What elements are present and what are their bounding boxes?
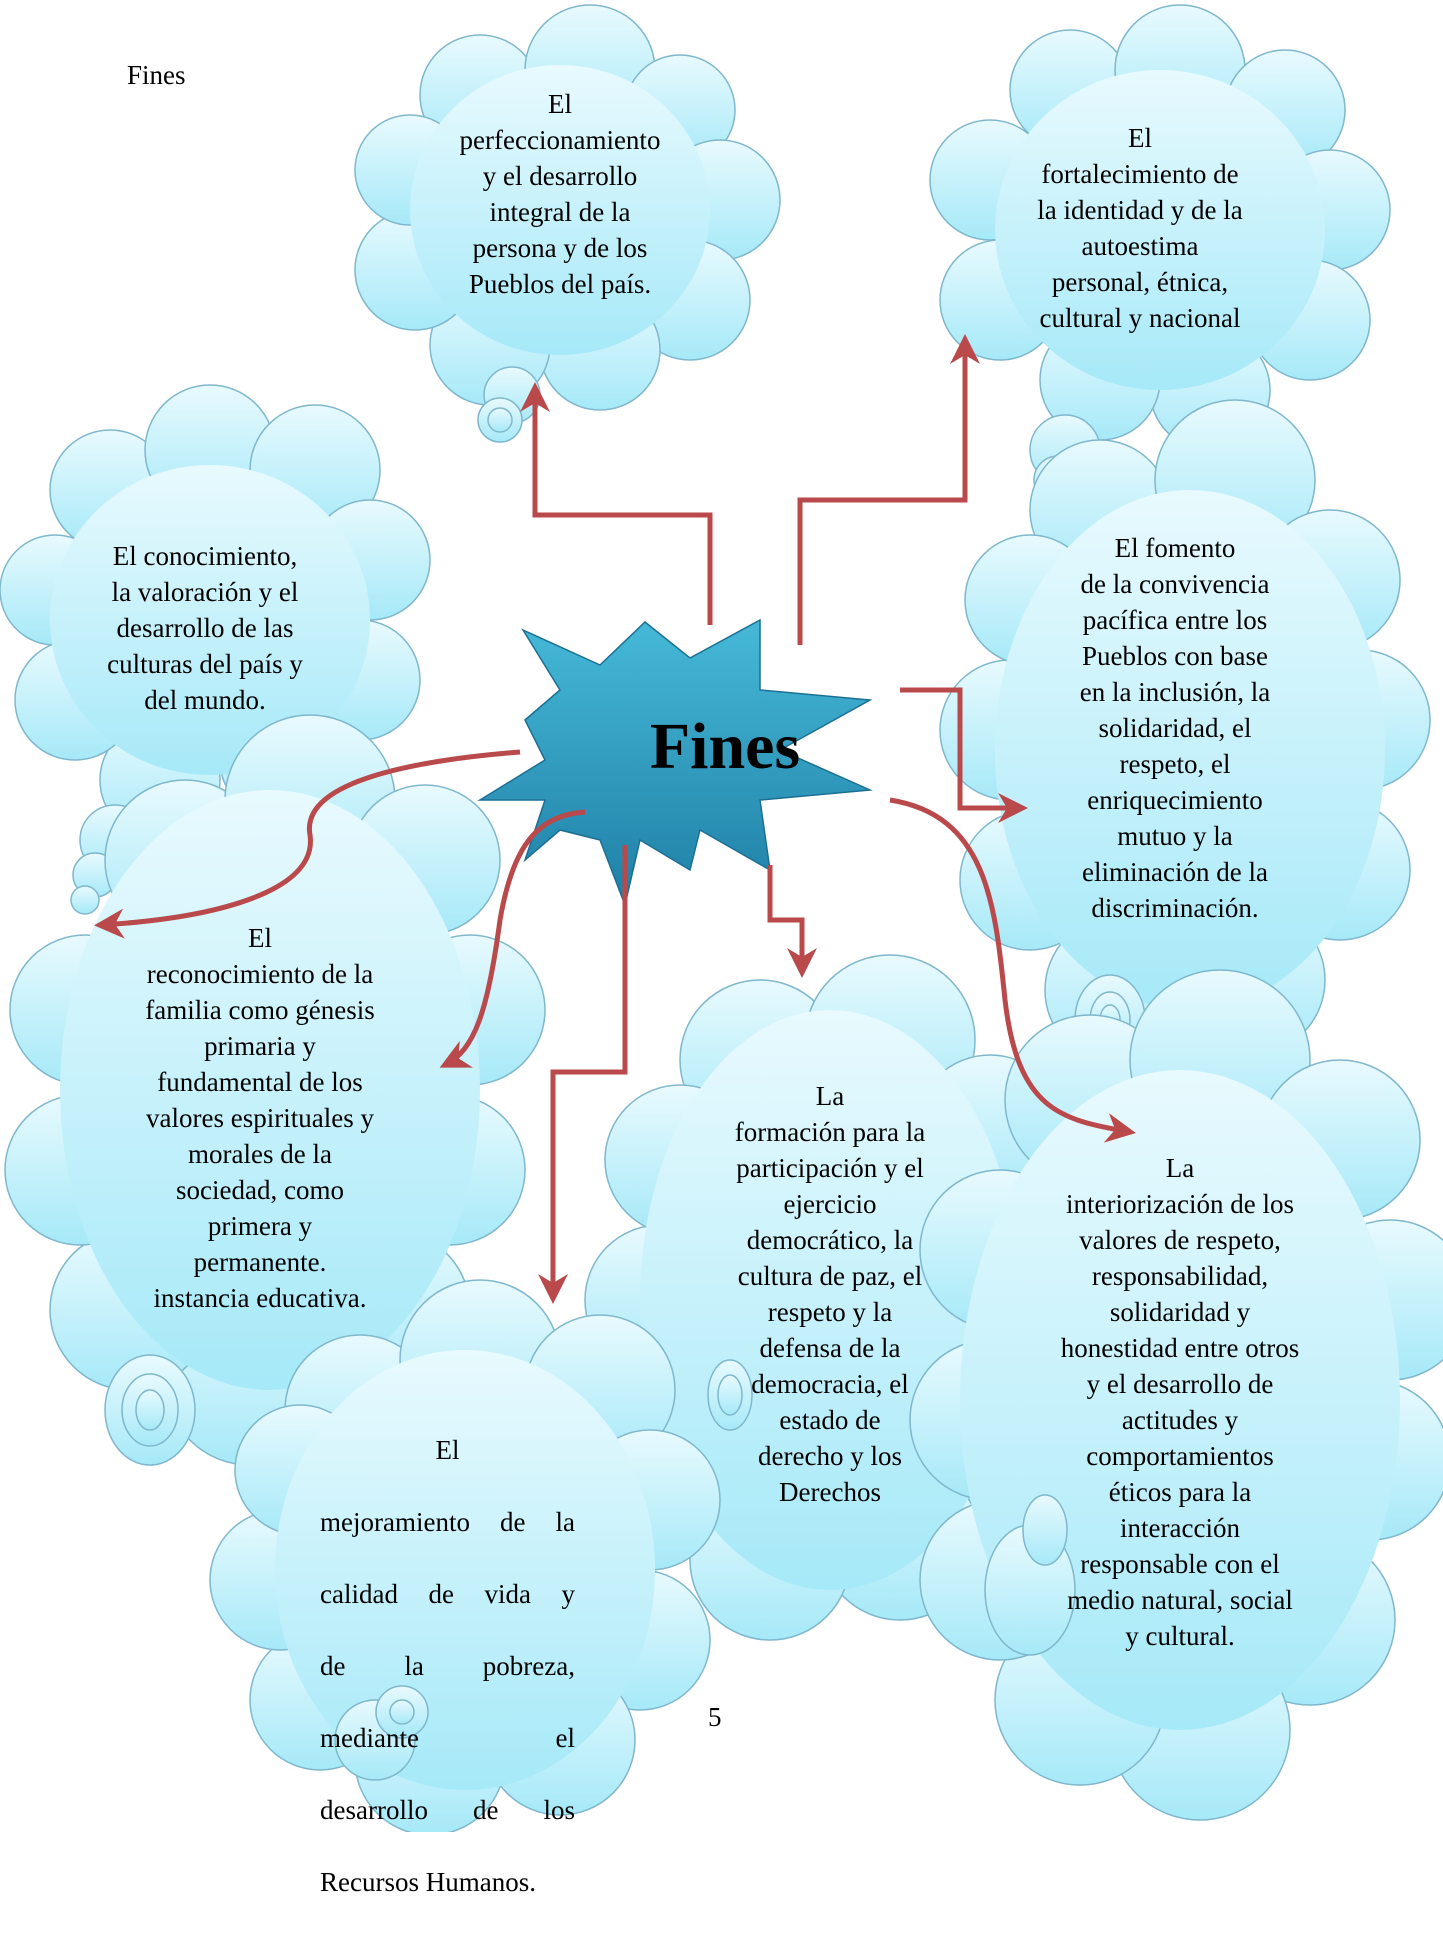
cloud-familia-bubbles	[104, 1354, 196, 1466]
calidad-vida-line: de la pobreza,	[320, 1651, 575, 1681]
calidad-vida-line: mediante el	[320, 1723, 575, 1753]
arrow-to-democracia	[767, 865, 817, 978]
arrows	[94, 334, 1136, 1304]
page-number: 5	[708, 1702, 722, 1732]
arrow-to-identidad	[797, 334, 980, 645]
calidad-vida-line: calidad de vida y	[320, 1579, 575, 1609]
cloud-identidad-text: El fortalecimiento de la identidad y de …	[1037, 123, 1243, 333]
cloud-culturas-text: El conocimiento, la valoración y el desa…	[107, 541, 303, 715]
cloud-valores	[909, 969, 1443, 1821]
cloud-democracia-bubbles	[707, 1359, 753, 1431]
calidad-vida-line: mejoramiento de la	[320, 1507, 575, 1537]
calidad-vida-line: desarrollo de los	[320, 1795, 575, 1825]
concept-map-canvas	[0, 4, 1443, 1832]
center-starburst	[477, 618, 873, 908]
cloud-persona	[354, 4, 781, 443]
arrow-to-culturas	[94, 749, 521, 939]
cloud-calidad-vida-bubbles	[334, 1685, 429, 1781]
calidad-vida-line: Recursos Humanos.	[320, 1867, 536, 1897]
arrow-to-persona	[520, 382, 713, 625]
arrow-to-calidad-vida	[538, 845, 628, 1304]
arrow-to-familia	[439, 809, 586, 1068]
calidad-vida-line: El	[435, 1435, 460, 1465]
cloud-democracia-text: La formación para la participación y el …	[734, 1081, 926, 1507]
cloud-calidad-vida	[209, 1279, 721, 1832]
cloud-familia	[4, 714, 546, 1466]
center-label: Fines	[649, 710, 801, 783]
cloud-persona-text: El perfeccionamiento y el desarrollo int…	[459, 89, 661, 299]
arrow-to-valores	[889, 797, 1136, 1143]
page-heading: Fines	[127, 60, 186, 90]
cloud-identidad	[929, 4, 1391, 513]
cloud-valores-text: La interiorización de los valores de res…	[1060, 1153, 1300, 1651]
arrow-to-convivencia	[900, 687, 1028, 823]
cloud-familia-text: El reconocimiento de la familia como gén…	[145, 923, 375, 1313]
cloud-calidad-vida-text: El mejoramiento de la calidad de vida y …	[320, 1396, 575, 1936]
cloud-convivencia-text: El fomento de la convivencia pacífica en…	[1079, 533, 1271, 923]
cloud-valores-bubbles	[984, 1494, 1076, 1656]
